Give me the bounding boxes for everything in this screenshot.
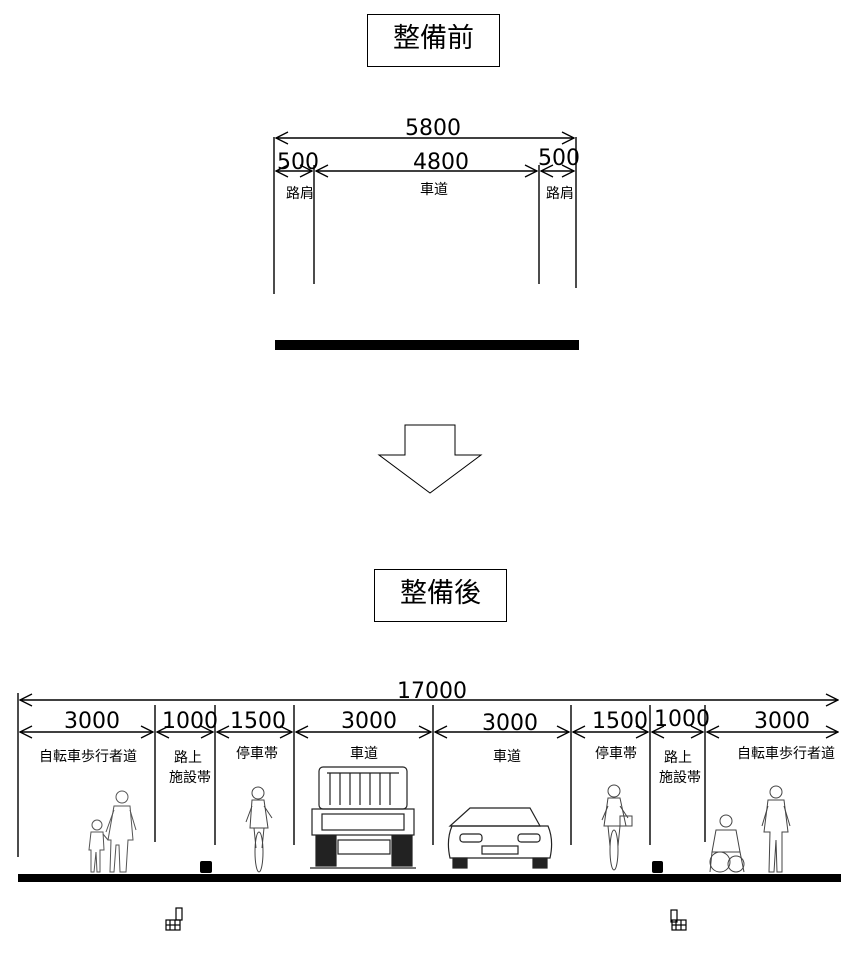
before-segment-label: 路肩 xyxy=(546,186,574,202)
after-segment-label: 停車帯 xyxy=(236,745,278,762)
pedestrians-icon xyxy=(88,790,137,873)
after-road-surface xyxy=(18,874,841,882)
truck-icon xyxy=(310,766,416,869)
pedestrian-icon xyxy=(761,785,791,873)
after-section: 17000 3000 1000 1500 3000 3000 1500 1000… xyxy=(17,679,841,931)
after-segment-label: 路上 xyxy=(174,750,202,766)
after-segment-width: 3000 xyxy=(482,711,538,736)
arrow-down-icon xyxy=(377,424,483,494)
after-segment-width: 3000 xyxy=(341,709,397,734)
after-segment-label: 施設帯 xyxy=(659,770,701,786)
tree-icon xyxy=(670,909,687,931)
after-segment-width: 3000 xyxy=(64,709,120,734)
before-segment-width: 500 xyxy=(277,150,319,175)
after-segment-label: 車道 xyxy=(493,748,521,765)
bicycle-icon xyxy=(245,786,273,873)
wheelchair-icon xyxy=(709,814,745,873)
before-segment-width: 500 xyxy=(538,146,580,171)
after-segment-label: 自転車歩行者道 xyxy=(39,748,137,765)
before-segment-label: 車道 xyxy=(420,181,448,198)
car-icon xyxy=(447,807,553,869)
before-total-width: 5800 xyxy=(405,116,461,141)
after-segment-width: 1500 xyxy=(230,709,286,734)
after-segment-label: 自転車歩行者道 xyxy=(737,745,835,762)
after-title: 整備後 xyxy=(374,569,507,622)
after-total-width: 17000 xyxy=(397,679,467,704)
after-segment-label: 施設帯 xyxy=(169,770,211,786)
before-road-surface xyxy=(275,340,579,350)
before-title: 整備前 xyxy=(367,14,500,67)
after-segment-label: 車道 xyxy=(350,745,378,762)
curb-block xyxy=(200,861,212,873)
after-segment-width: 1000 xyxy=(162,709,218,734)
bicycle-icon xyxy=(601,784,633,871)
after-segment-width: 3000 xyxy=(754,709,810,734)
after-segment-width: 1500 xyxy=(592,709,648,734)
after-segment-width: 1000 xyxy=(654,707,710,732)
before-segment-width: 4800 xyxy=(413,150,469,175)
after-segment-label: 停車帯 xyxy=(595,745,637,762)
curb-block xyxy=(652,861,663,873)
before-section: 5800 500 4800 500 路肩 車道 路肩 xyxy=(273,116,580,350)
tree-icon xyxy=(165,907,183,931)
after-segment-label: 路上 xyxy=(664,750,692,766)
before-segment-label: 路肩 xyxy=(286,186,314,202)
